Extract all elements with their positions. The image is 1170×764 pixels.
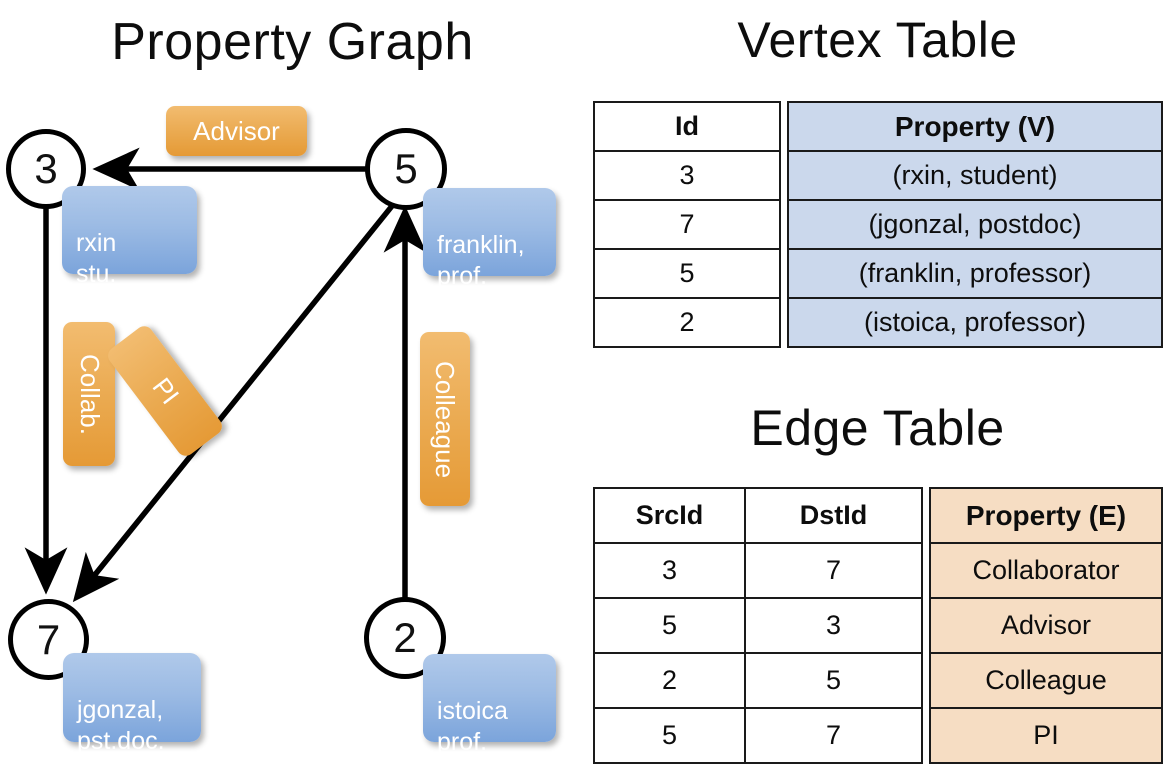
vertex-table-header-property: Property (V)	[787, 101, 1163, 152]
vertex-row-3-property: (istoica, professor)	[787, 297, 1163, 348]
vertex-row-2-property: (franklin, professor)	[787, 248, 1163, 299]
table-row: 5 3 Advisor	[593, 597, 1163, 654]
edge-label-pi-text: PI	[146, 371, 185, 410]
table-row: 5 7 PI	[593, 707, 1163, 764]
vertex-table-gap	[780, 102, 788, 151]
edge-5-to-7	[72, 199, 399, 603]
graph-node-7[interactable]: 7	[8, 599, 89, 680]
edge-table-header-row: SrcId DstId Property (E)	[593, 487, 1163, 544]
edge-row-1-src: 5	[593, 597, 746, 654]
edge-label-advisor: Advisor	[166, 106, 307, 156]
edge-table-header-dstid: DstId	[744, 487, 923, 544]
page-title-vertex-table: Vertex Table	[737, 12, 1018, 68]
table-row: 7 (jgonzal, postdoc)	[593, 199, 1163, 250]
graph-node-5-property-text: franklin, prof.	[437, 231, 525, 290]
table-row: 2 5 Colleague	[593, 652, 1163, 709]
edge-row-1-gap	[922, 598, 930, 653]
edge-row-0-property: Collaborator	[929, 542, 1163, 599]
edge-row-2-gap	[922, 653, 930, 708]
graph-node-7-property-text: jgonzal, pst.doc.	[77, 696, 165, 755]
edge-label-colleague: Colleague	[420, 332, 470, 506]
vertex-row-2-gap	[780, 249, 788, 298]
edge-row-2-dst: 5	[744, 652, 923, 709]
edge-row-0-dst: 7	[744, 542, 923, 599]
table-row: 3 (rxin, student)	[593, 150, 1163, 201]
edge-row-1-dst: 3	[744, 597, 923, 654]
edge-row-3-property: PI	[929, 707, 1163, 764]
graph-node-2-label: 2	[393, 614, 417, 661]
vertex-table-header-row: Id Property (V)	[593, 101, 1163, 152]
graph-node-5[interactable]: 5	[365, 128, 447, 210]
table-row: 2 (istoica, professor)	[593, 297, 1163, 348]
graph-node-3-property: rxin stu.	[62, 186, 197, 288]
edge-label-colleague-text: Colleague	[430, 360, 461, 478]
edge-row-1-property: Advisor	[929, 597, 1163, 654]
vertex-row-1-property: (jgonzal, postdoc)	[787, 199, 1163, 250]
edge-table-gap	[922, 488, 930, 543]
graph-node-2-property: istoica prof.	[423, 654, 556, 756]
edge-row-2-src: 2	[593, 652, 746, 709]
edge-row-3-gap	[922, 708, 930, 763]
page-title-property-graph: Property Graph	[111, 13, 474, 71]
edge-row-3-src: 5	[593, 707, 746, 764]
vertex-row-1-id: 7	[593, 199, 781, 250]
graph-node-5-label: 5	[394, 145, 418, 192]
edge-row-0-gap	[922, 543, 930, 598]
vertex-row-1-gap	[780, 200, 788, 249]
vertex-row-3-id: 2	[593, 297, 781, 348]
graph-node-5-property: franklin, prof.	[423, 188, 556, 290]
edge-table-header-srcid: SrcId	[593, 487, 746, 544]
table-row: 5 (franklin, professor)	[593, 248, 1163, 299]
graph-node-7-property: jgonzal, pst.doc.	[63, 653, 201, 755]
graph-node-2[interactable]: 2	[364, 597, 446, 679]
graph-node-2-property-text: istoica prof.	[437, 697, 508, 756]
edge-row-3-dst: 7	[744, 707, 923, 764]
graph-node-3-property-text: rxin stu.	[76, 229, 117, 288]
edge-row-0-src: 3	[593, 542, 746, 599]
edge-row-2-property: Colleague	[929, 652, 1163, 709]
graph-edges-layer	[24, 147, 427, 603]
vertex-row-0-property: (rxin, student)	[787, 150, 1163, 201]
edge-table-header-property: Property (E)	[929, 487, 1163, 544]
vertex-row-0-id: 3	[593, 150, 781, 201]
edge-label-collab: Collab.	[63, 322, 115, 466]
vertex-table-header-id: Id	[593, 101, 781, 152]
graph-node-3-label: 3	[34, 145, 58, 192]
graph-node-7-label: 7	[36, 615, 61, 663]
vertex-row-2-id: 5	[593, 248, 781, 299]
vertex-table: Id Property (V) 3 (rxin, student) 7 (jgo…	[593, 101, 1163, 348]
page-title-edge-table: Edge Table	[750, 400, 1005, 456]
edge-label-collab-text: Collab.	[74, 353, 105, 435]
edge-table: SrcId DstId Property (E) 3 7 Collaborato…	[593, 487, 1163, 764]
vertex-row-3-gap	[780, 298, 788, 347]
table-row: 3 7 Collaborator	[593, 542, 1163, 599]
edge-label-advisor-text: Advisor	[193, 115, 280, 146]
vertex-row-0-gap	[780, 151, 788, 200]
property-graph-diagram: 3 rxin stu. 5 franklin, prof. 7 jgonzal,…	[0, 0, 585, 760]
